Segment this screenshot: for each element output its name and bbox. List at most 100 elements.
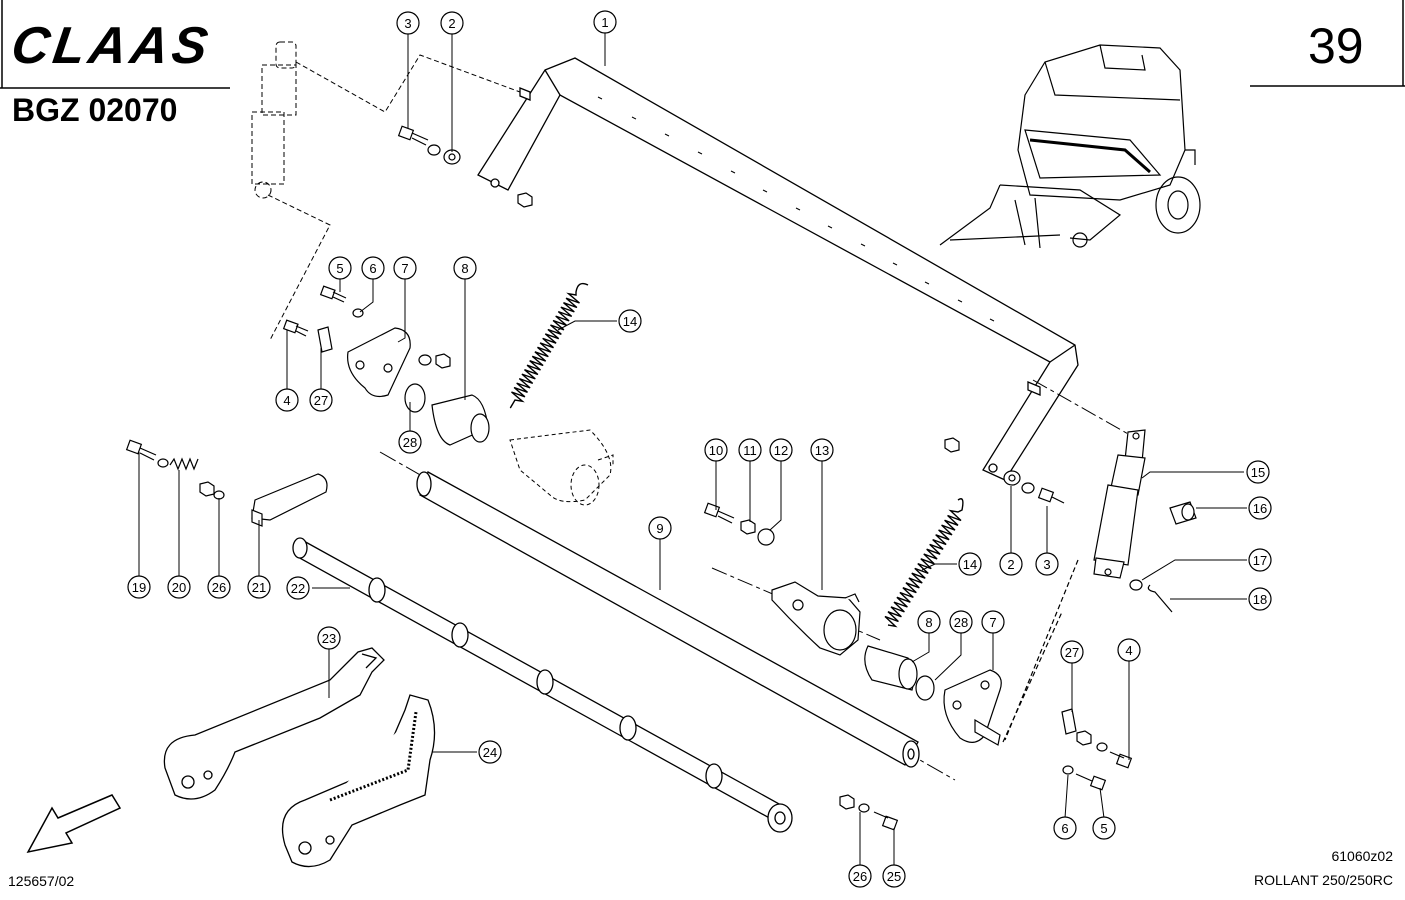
callout-circle [1248, 587, 1272, 611]
callout-circle [247, 575, 271, 599]
callout-14: 14 [618, 309, 642, 333]
callout-label: 20 [172, 580, 186, 595]
callout-4: 4 [275, 388, 299, 412]
callout-2: 2 [999, 552, 1023, 576]
callout-label: 28 [954, 615, 968, 630]
callout-22: 22 [286, 576, 310, 600]
callout-18: 18 [1248, 587, 1272, 611]
callout-label: 23 [322, 631, 336, 646]
callout-label: 24 [483, 745, 497, 760]
right-shock-absorber [944, 379, 1197, 741]
callout-6: 6 [1053, 816, 1077, 840]
callout-label: 28 [403, 435, 417, 450]
spring-upper [509, 282, 589, 409]
right-bracket-assembly [864, 611, 1133, 791]
callout-label: 27 [314, 393, 328, 408]
callout-circle [1248, 548, 1272, 572]
document-code: BGZ 02070 [12, 92, 178, 128]
callout-label: 2 [448, 16, 455, 31]
callout-label: 14 [623, 314, 637, 329]
callout-circle [317, 626, 341, 650]
ratchet-plate-24 [281, 694, 436, 868]
callout-19: 19 [127, 575, 151, 599]
callout-8: 8 [917, 610, 941, 634]
callout-label: 6 [369, 261, 376, 276]
header-frame [0, 0, 1405, 89]
callout-27: 27 [1060, 640, 1084, 664]
callout-circle [167, 575, 191, 599]
left-bracket-assembly [282, 285, 490, 446]
callout-circle [1035, 552, 1059, 576]
left-shock-absorber [251, 41, 521, 341]
callout-3: 3 [1035, 552, 1059, 576]
callout-27: 27 [309, 388, 333, 412]
callout-circle [958, 552, 982, 576]
baler-overview-illustration [939, 44, 1201, 249]
callout-label: 4 [1125, 643, 1132, 658]
rod-part-22 [292, 537, 793, 833]
callout-circle [882, 864, 906, 888]
callout-circle [286, 576, 310, 600]
callout-circle [393, 256, 417, 280]
callout-circle [810, 438, 834, 462]
callout-label: 13 [815, 443, 829, 458]
callout-circle [704, 438, 728, 462]
callout-label: 7 [989, 615, 996, 630]
callout-circle [398, 430, 422, 454]
callout-label: 9 [656, 521, 663, 536]
callout-circle [440, 11, 464, 35]
callout-label: 21 [252, 580, 266, 595]
callout-24: 24 [478, 740, 502, 764]
callout-circle [1053, 816, 1077, 840]
callout-circle [1246, 460, 1270, 484]
callout-label: 18 [1253, 592, 1267, 607]
main-frame-part [477, 57, 1079, 481]
callout-label: 6 [1061, 821, 1068, 836]
callout-15: 15 [1246, 460, 1270, 484]
callout-5: 5 [328, 256, 352, 280]
document-reference: 125657/02 [8, 873, 75, 889]
callout-26: 26 [848, 864, 872, 888]
bottom-fasteners [839, 794, 899, 831]
callout-8: 8 [453, 256, 477, 280]
callout-circle [949, 610, 973, 634]
callout-label: 22 [291, 581, 305, 596]
model-name: ROLLANT 250/250RC [1253, 872, 1393, 888]
callout-3: 3 [396, 11, 420, 35]
callout-28: 28 [949, 610, 973, 634]
callout-14: 14 [958, 552, 982, 576]
page-number: 39 [1308, 18, 1364, 74]
callout-circle [1060, 640, 1084, 664]
callout-label: 8 [925, 615, 932, 630]
callout-21: 21 [247, 575, 271, 599]
callout-25: 25 [882, 864, 906, 888]
callout-circle [981, 610, 1005, 634]
callout-label: 10 [709, 443, 723, 458]
direction-arrow-icon [26, 794, 122, 854]
callout-label: 2 [1007, 557, 1014, 572]
callout-label: 1 [601, 15, 608, 30]
callout-circle [1092, 816, 1116, 840]
callout-circle [1248, 496, 1272, 520]
callout-9: 9 [648, 516, 672, 540]
callout-5: 5 [1092, 816, 1116, 840]
callout-10: 10 [704, 438, 728, 462]
callout-23: 23 [317, 626, 341, 650]
callout-7: 7 [981, 610, 1005, 634]
callout-circle [848, 864, 872, 888]
callout-circle [738, 438, 762, 462]
callout-label: 16 [1253, 501, 1267, 516]
callout-circle [127, 575, 151, 599]
callout-7: 7 [393, 256, 417, 280]
shaft-part-9 [379, 451, 956, 781]
callout-circle [478, 740, 502, 764]
callout-circle [648, 516, 672, 540]
callout-2: 2 [440, 11, 464, 35]
callout-leaders [138, 32, 1247, 866]
callout-label: 17 [1253, 553, 1267, 568]
callout-circle [361, 256, 385, 280]
callout-circle [1117, 638, 1141, 662]
